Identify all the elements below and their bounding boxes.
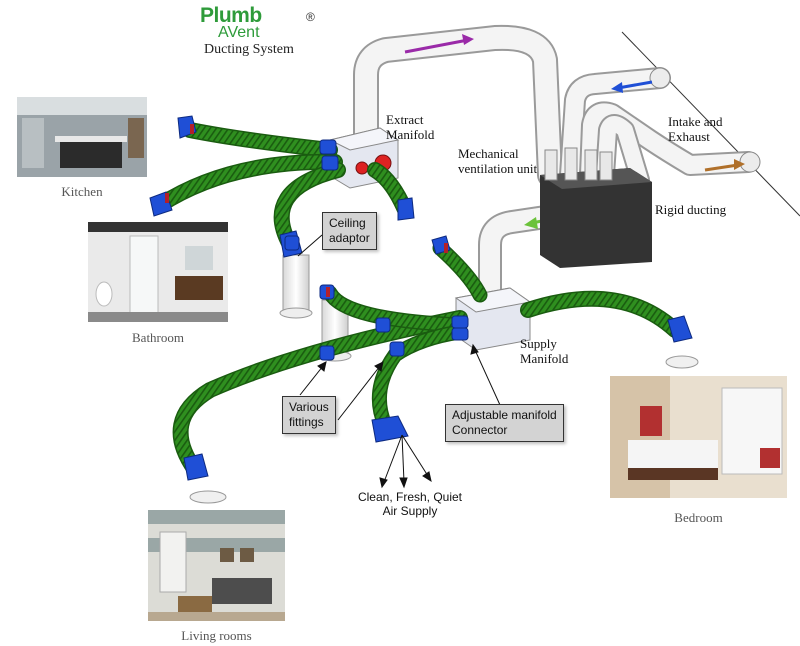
brand-logo: Plumb AVent ® Ducting System [196,4,336,57]
flow-arrow-green-head [524,217,538,229]
red-bands [165,124,448,297]
supply-manifold-label: Supply Manifold [520,336,569,366]
intake-exhaust-label: Intake and Exhaust [668,114,723,144]
rigid-ducting-label: Rigid ducting [655,202,727,217]
adjustable-connector-callout: Adjustable manifold Connector [445,404,564,442]
living-room-photo [148,510,285,621]
ceiling-adaptor-callout: Ceiling adaptor [322,212,377,250]
callout-leaders [297,234,501,489]
blue-fittings [149,115,693,481]
rigid-ducting [353,24,759,312]
flexible-ducting [152,122,683,478]
extract-manifold-label: Extract Manifold [386,112,435,142]
flow-arrow-blue [617,80,653,90]
flow-arrow-brown [704,163,739,172]
ceiling-grilles [189,355,699,504]
exhaust-vent-cap [739,151,761,173]
flow-arrow-purple-head [462,34,474,45]
living-rooms-caption: Living rooms [181,628,252,643]
brand-name-bottom: AVent [218,24,260,41]
mechanical-unit-label: Mechanical ventilation unit [458,146,538,176]
flow-arrow-purple [404,38,469,54]
flow-arrow-brown-head [734,159,745,170]
clean-air-label: Clean, Fresh, Quiet Air Supply [357,490,463,518]
various-fittings-callout: Various fittings [282,396,336,434]
registered-mark: ® [306,10,315,24]
bedroom-caption: Bedroom [674,510,723,525]
brand-subtitle: Ducting System [204,42,294,57]
intake-vent-cap [649,67,671,89]
kitchen-photo [17,97,147,177]
bedroom-photo [610,376,787,498]
bathroom-photo [88,222,228,322]
bathroom-caption: Bathroom [132,330,184,345]
kitchen-caption: Kitchen [61,184,103,199]
brand-name-top: Plumb [200,4,262,27]
ceiling-adaptor-tube [279,254,313,319]
flow-arrow-blue-head [611,82,623,93]
mechanical-ventilation-unit [540,147,652,268]
wall-line [621,31,800,217]
